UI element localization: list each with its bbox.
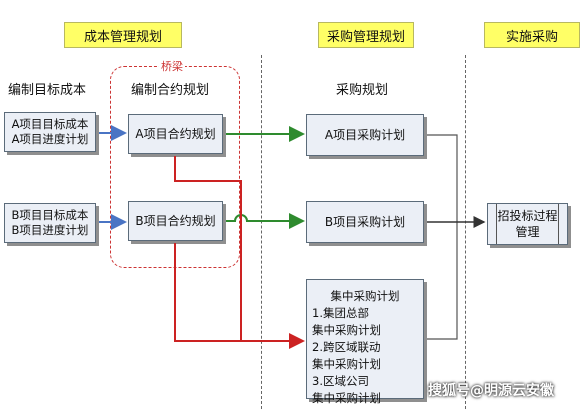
contract-box-a: A项目合约规划 [128, 114, 223, 154]
banner-implement-label: 实施采购 [505, 29, 558, 45]
tender-line2: 管理 [515, 225, 540, 239]
target-box-a-line1: A项目目标成本 [11, 117, 89, 131]
target-box-b-line2: B项目进度计划 [11, 223, 89, 237]
central-procurement-box: 集中采购计划 1.集团总部 集中采购计划 2.跨区域联动 集中采购计划 3.区域… [306, 279, 424, 405]
contract-box-b-label: B项目合约规划 [135, 214, 216, 228]
line-purchase-a-to-tender [427, 134, 458, 222]
line-central-to-tender [427, 222, 458, 340]
central-line-5: 3.区域公司 [312, 374, 369, 388]
banner-procurement-management: 采购管理规划 [318, 22, 414, 48]
central-line-2: 集中采购计划 [312, 323, 381, 337]
target-box-b: B项目目标成本 B项目进度计划 [4, 203, 96, 243]
central-line-3: 2.跨区域联动 [312, 340, 381, 354]
separator-left [261, 55, 262, 409]
banner-cost-management: 成本管理规划 [64, 22, 182, 48]
column-heading-target-cost: 编制目标成本 [8, 83, 87, 98]
target-box-a: A项目目标成本 A项目进度计划 [4, 112, 96, 152]
banner-implement-procurement: 实施采购 [484, 22, 580, 48]
purchase-box-a: A项目采购计划 [306, 114, 424, 156]
purchase-box-b-label: B项目采购计划 [324, 215, 406, 229]
red-line-from-contract-b [174, 243, 241, 342]
contract-box-b: B项目合约规划 [128, 201, 223, 241]
bridge-label: 桥梁 [159, 58, 185, 74]
contract-box-a-label: A项目合约规划 [135, 127, 216, 141]
red-line-from-contract-a [174, 156, 305, 349]
arrow-contract-b-to-purchase-b [226, 213, 305, 229]
central-line-4: 集中采购计划 [312, 357, 381, 371]
column-heading-contract-plan: 编制合约规划 [131, 83, 210, 98]
tender-process-box: 招投标过程 管理 [487, 203, 568, 245]
watermark-text: 搜狐号@明源云安徽 [428, 383, 554, 399]
purchase-box-b: B项目采购计划 [306, 201, 424, 243]
target-box-b-line1: B项目目标成本 [11, 208, 89, 222]
tender-line1: 招投标过程 [497, 209, 558, 223]
banner-procurement-label: 采购管理规划 [326, 29, 405, 45]
central-line-6: 集中采购计划 [312, 391, 381, 405]
target-box-a-line2: A项目进度计划 [11, 132, 89, 146]
banner-cost-label: 成本管理规划 [83, 29, 162, 45]
central-line-1: 1.集团总部 [312, 306, 369, 320]
purchase-box-a-label: A项目采购计划 [324, 128, 406, 142]
column-heading-purchase-plan: 采购规划 [336, 83, 389, 98]
central-procurement-title: 集中采购计划 [330, 289, 400, 303]
separator-right [465, 55, 466, 409]
